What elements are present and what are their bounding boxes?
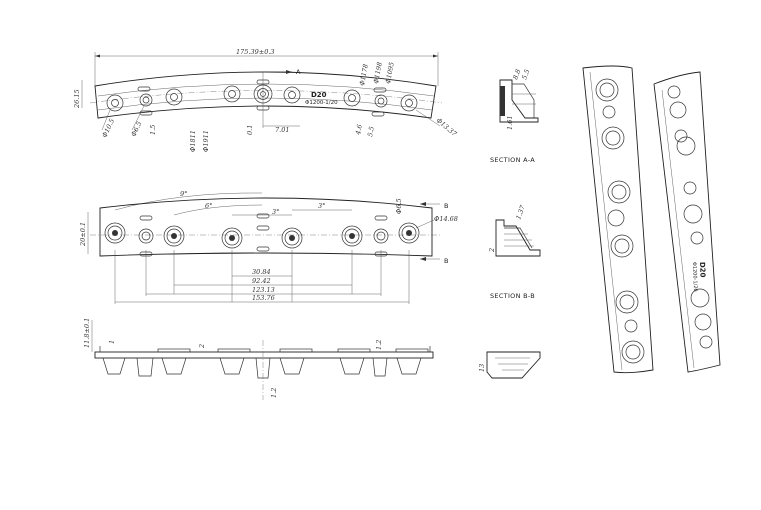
top-view: 175.39±0.3 26.15 <box>73 48 459 152</box>
section-b-marker-bottom: B <box>444 257 448 265</box>
d1-label: 30.84 <box>252 268 271 276</box>
section-a-marker: A <box>296 68 301 76</box>
dim-46-label: 4.6 <box>354 124 364 137</box>
side-view-bumps <box>157 348 429 353</box>
side-view-cones <box>102 357 422 379</box>
angle-9-label: 9° <box>180 190 187 198</box>
dia-lens-label: Φ10.5 <box>101 118 117 139</box>
top-view-lenses <box>106 84 418 112</box>
front-view: 9° 6° 3° 3° 20±0.1 <box>79 190 458 304</box>
dim-0-label: 0.1 <box>246 125 254 135</box>
dia-1178-label: Φ1178 <box>358 63 370 86</box>
angle-3a-label: 3° <box>272 208 279 216</box>
t1-label: 1 <box>108 340 116 344</box>
mark-d20: D20 <box>311 91 327 99</box>
iso-front-view <box>582 65 654 374</box>
d3-label: 123.13 <box>252 286 275 294</box>
section-a-d1: 8.8 <box>511 68 522 80</box>
r-small-label: 1.5 <box>149 125 157 135</box>
iso-back-mark-radius: Φ1200-1/20 <box>691 262 698 292</box>
dia-1468-label: Φ14.68 <box>434 215 458 223</box>
width-label: 20±0.1 <box>79 222 87 247</box>
section-a-d2: 5.5 <box>520 68 531 80</box>
section-a-view: 8.8 5.5 1.61 SECTION A-A <box>490 68 539 164</box>
mark-radius: Φ1200-1/20 <box>305 100 338 106</box>
iso-front-lenses <box>595 78 645 364</box>
top-view-slots <box>137 79 387 117</box>
front-view-lenses <box>104 222 420 249</box>
dia-1198-label: Φ1198 <box>372 61 384 84</box>
front-view-dimensions: 30.84 92.42 123.13 153.76 <box>114 250 410 304</box>
section-b-marker-top: B <box>444 202 448 210</box>
section-a-d3: 1.61 <box>506 116 514 130</box>
section-b-d1: 1.37 <box>514 204 527 221</box>
section-b-title: SECTION B-B <box>490 292 535 300</box>
dia-1095-label: Φ1095 <box>384 61 396 84</box>
section-b-d2: 2 <box>488 248 496 253</box>
iso-back-view: D20 Φ1200-1/20 <box>653 71 721 373</box>
dia-65-label: Φ6.5 <box>395 198 403 214</box>
thickness-label: 11.8±0.1 <box>83 318 91 348</box>
angle-3b-label: 3° <box>318 202 325 210</box>
dia-end-label: Φ13.37 <box>435 116 459 138</box>
section-b-view: 1.37 2 SECTION B-B <box>488 204 541 300</box>
t2-label: 2 <box>198 344 206 349</box>
dim-55-label: 5.5 <box>366 126 376 138</box>
angle-6-label: 6° <box>205 202 212 210</box>
d4-label: 153.76 <box>252 294 275 302</box>
dia-1911-label: Φ1911 <box>202 130 210 152</box>
dia-1811-label: Φ1811 <box>189 130 197 152</box>
height-label: 26.15 <box>73 89 81 109</box>
side-view: 11.8±0.1 1 2 1.2 1.2 <box>83 318 434 400</box>
d2-label: 92.42 <box>252 277 271 285</box>
iso-back-lenses <box>667 85 713 349</box>
t3-label: 1.2 <box>375 340 383 350</box>
small-side-view: 13 <box>478 351 541 379</box>
dia-small-label: Φ6.5 <box>130 120 144 138</box>
t4-label: 1.2 <box>270 388 278 398</box>
overall-length-label: 175.39±0.3 <box>236 48 275 56</box>
small-side-d1: 13 <box>478 364 486 372</box>
section-a-title: SECTION A-A <box>490 156 535 164</box>
dim-701-label: 7.01 <box>275 126 289 134</box>
iso-back-mark-d20: D20 <box>698 262 707 278</box>
